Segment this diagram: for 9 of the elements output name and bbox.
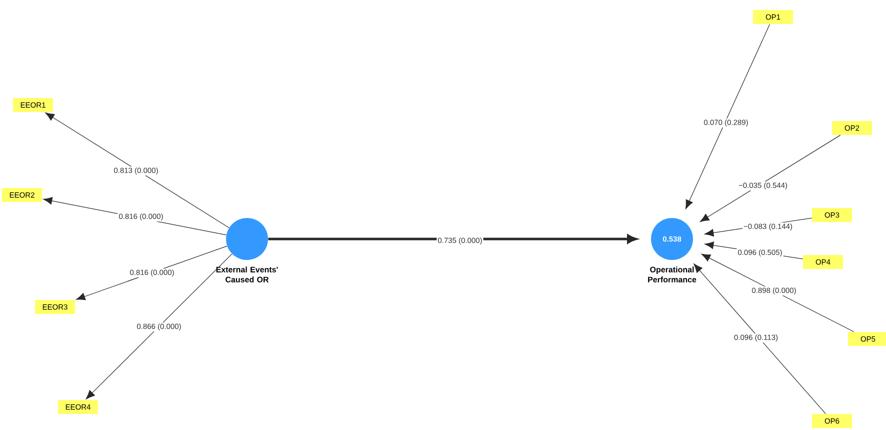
arrow: [694, 264, 826, 414]
arrow: [701, 254, 854, 332]
construct-label: Operational Performance: [648, 266, 696, 282]
arrow: [685, 24, 770, 210]
arrow: [86, 254, 232, 400]
arrow: [268, 234, 637, 244]
arrow: [700, 134, 841, 222]
construct-label: External Events' Caused OR: [216, 266, 278, 282]
arrow: [45, 112, 230, 228]
